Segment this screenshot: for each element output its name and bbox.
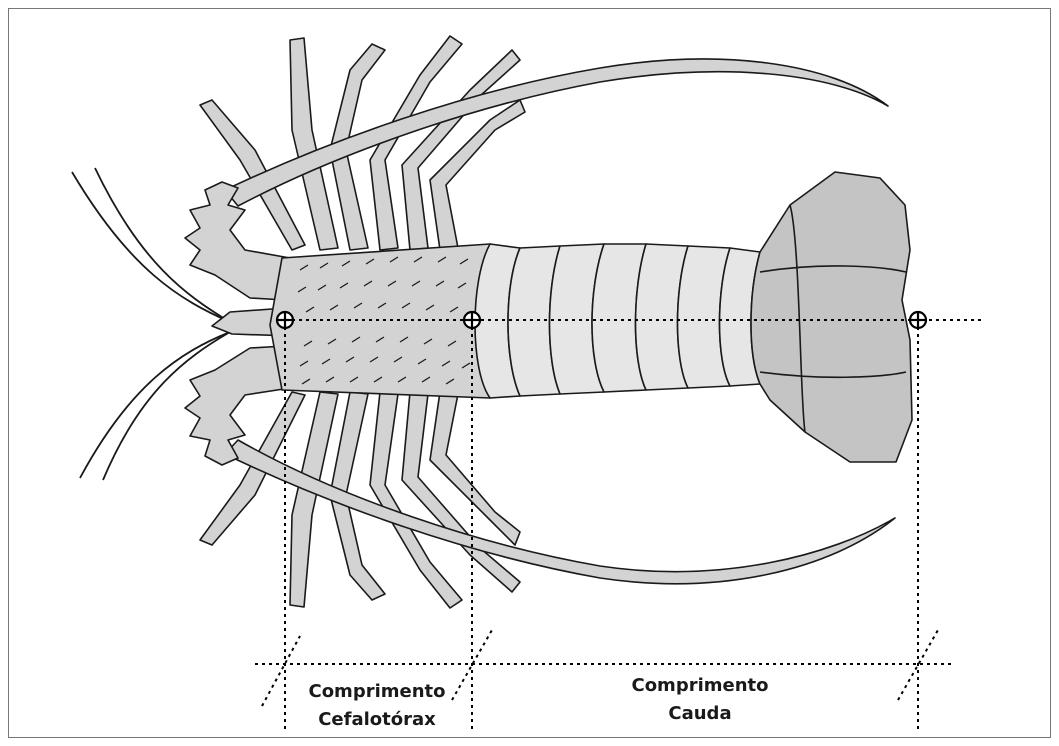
measurement-point-tail-end bbox=[910, 312, 926, 328]
tail-fan bbox=[751, 172, 912, 462]
label-tail-length: Comprimento Cauda bbox=[600, 672, 800, 728]
measurement-point-rostrum bbox=[277, 312, 293, 328]
label-cephalothorax-line2: Cefalotórax bbox=[292, 706, 462, 734]
label-cephalothorax-length: Comprimento Cefalotórax bbox=[292, 678, 462, 734]
measurement-point-cephalothorax-end bbox=[464, 312, 480, 328]
label-tail-line2: Cauda bbox=[600, 700, 800, 728]
label-tail-line1: Comprimento bbox=[600, 672, 800, 700]
label-cephalothorax-line1: Comprimento bbox=[292, 678, 462, 706]
